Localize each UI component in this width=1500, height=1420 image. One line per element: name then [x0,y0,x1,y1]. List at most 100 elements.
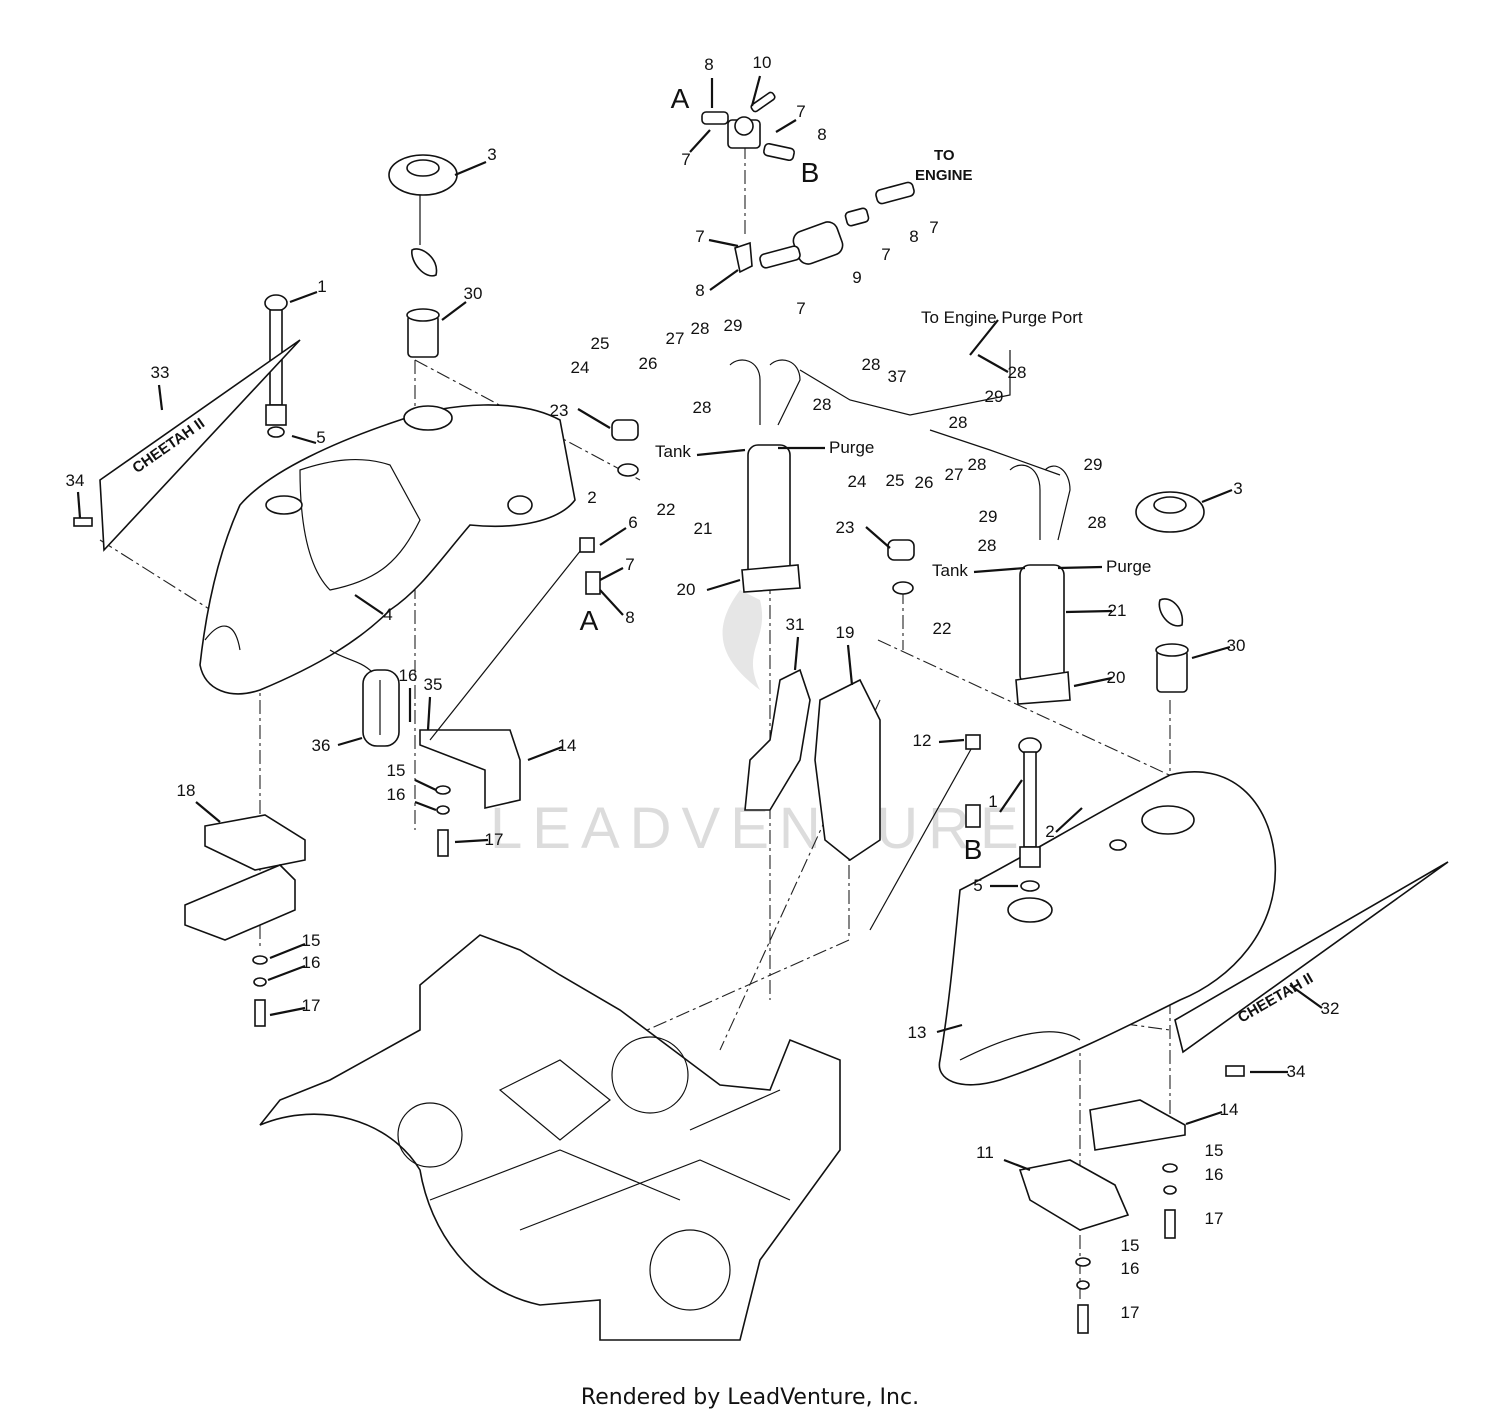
screw-34-left [73,517,93,527]
callout-17: 17 [302,996,321,1015]
vent-tube-6[interactable] [429,537,601,741]
callout-10: 10 [753,53,772,72]
purge-label-left: Purge [829,438,874,457]
callout-18: 18 [177,781,196,800]
callout-15: 15 [387,761,406,780]
hardware-left [252,785,451,1027]
evap-canister-right[interactable] [1015,564,1071,705]
screw-34-right [1225,1065,1245,1077]
vent-tube-12[interactable] [869,734,981,931]
callout-15: 15 [1121,1236,1140,1255]
bracket-31[interactable] [744,668,811,811]
callout-13: 13 [908,1023,927,1042]
callout-3: 3 [1233,479,1242,498]
tank-label-left: Tank [655,442,691,461]
callout-36: 36 [312,736,331,755]
fuel-filter[interactable] [734,181,915,274]
callout-8: 8 [625,608,634,627]
callout-5: 5 [316,428,325,447]
callout-26: 26 [915,473,934,492]
callout-23: 23 [550,401,569,420]
fuel-gauge-left[interactable] [264,294,288,438]
callout-9: 9 [852,268,861,287]
callout-35: 35 [424,675,443,694]
mounting-bracket-14-right[interactable] [1089,1099,1186,1151]
callout-21: 21 [1108,601,1127,620]
callout-8: 8 [695,281,704,300]
callout-29: 29 [1084,455,1103,474]
callout-7: 7 [695,227,704,246]
callout-15: 15 [302,931,321,950]
rollover-valve-23-left[interactable] [611,419,639,477]
callout-16: 16 [1205,1165,1224,1184]
callout-6: 6 [628,513,637,532]
fuel-filler-neck-right[interactable] [1155,643,1189,693]
callout-17: 17 [485,830,504,849]
fuel-tank-left[interactable] [199,404,576,695]
callout-22: 22 [657,500,676,519]
callout-7: 7 [796,299,805,318]
callout-31: 31 [786,615,805,634]
callout-16: 16 [302,953,321,972]
callout-7: 7 [929,218,938,237]
callout-24: 24 [571,358,590,377]
callout-11: 11 [976,1143,994,1162]
callout-16: 16 [1121,1259,1140,1278]
callout-14: 14 [558,736,577,755]
callout-28: 28 [949,413,968,432]
callout-28: 28 [813,395,832,414]
callout-12: 12 [913,731,932,750]
callout-7: 7 [681,150,690,169]
callout-30: 30 [464,284,483,303]
callout-28: 28 [693,398,712,417]
callout-28: 28 [968,455,987,474]
evap-canister-left[interactable] [729,359,801,593]
callout-22: 22 [933,619,952,638]
callout-2: 2 [1045,822,1054,841]
hardware-right [1075,1163,1178,1334]
callout-8: 8 [909,227,918,246]
tank-label-right: Tank [932,561,968,580]
mounting-bracket-14-left[interactable] [419,729,521,810]
callout-33: 33 [151,363,170,382]
callout-7: 7 [881,245,890,264]
callout-34: 34 [1287,1062,1306,1081]
callout-34: 34 [66,471,85,490]
callout-14: 14 [1220,1100,1239,1119]
text-labels: TO ENGINE To Engine Purge Port Tank Purg… [655,147,1151,580]
mounting-bracket-11[interactable] [1018,1159,1130,1231]
callout-1: 1 [988,792,997,811]
fuel-cap-right[interactable] [1135,491,1205,627]
callout-1: 1 [317,277,326,296]
callout-15: 15 [1205,1141,1224,1160]
rollover-valve-23-right[interactable] [887,539,915,595]
fuel-cap-left[interactable] [388,154,458,277]
callout-3: 3 [487,145,496,164]
fuel-shutoff-valve[interactable] [701,91,795,162]
watermark-flame-icon [722,590,763,690]
leader-arrows [76,75,1323,1172]
to-engine-label-line2: ENGINE [915,167,973,184]
fuel-filler-neck-left[interactable] [406,308,440,358]
callout-A: A [580,605,599,636]
callout-25: 25 [886,471,905,490]
tail-light[interactable] [329,649,400,747]
purge-line-right[interactable] [799,350,1071,541]
fuel-tank-right[interactable] [938,771,1277,1086]
callout-B: B [964,834,983,865]
callout-2: 2 [587,488,596,507]
bracket-19[interactable] [814,678,881,861]
callout-28: 28 [978,536,997,555]
callout-29: 29 [985,387,1004,406]
callout-19: 19 [836,623,855,642]
callout-5: 5 [973,876,982,895]
callout-24: 24 [848,472,867,491]
callout-A: A [671,83,690,114]
callout-28: 28 [1088,513,1107,532]
floor-plate-18[interactable] [184,814,306,941]
callout-29: 29 [724,316,743,335]
callout-26: 26 [639,354,658,373]
fuel-gauge-right[interactable] [1018,737,1042,892]
